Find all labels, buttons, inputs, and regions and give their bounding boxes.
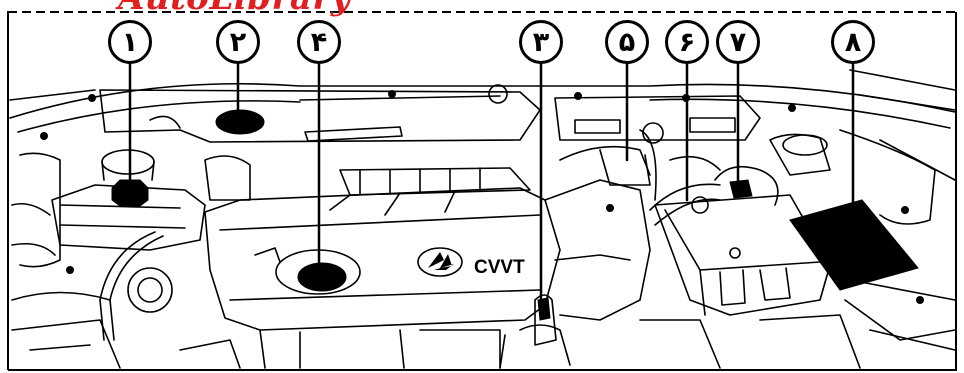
engine-label: CVVT — [474, 257, 525, 278]
manufacturer-logo — [418, 248, 462, 276]
callout-3: ۳ — [519, 20, 563, 64]
callout-2-label: ۲ — [230, 29, 246, 56]
callout-4: ۴ — [297, 20, 341, 64]
callout-7: ۷ — [716, 20, 760, 64]
battery — [655, 195, 830, 315]
callout-8: ۸ — [831, 20, 875, 64]
fuse-box — [790, 200, 918, 290]
callout-6: ۶ — [665, 20, 709, 64]
callout-1-label: ۱ — [122, 29, 138, 56]
callout-1: ۱ — [108, 20, 152, 64]
watermark-text: AutoLibrary — [118, 0, 351, 18]
callout-5: ۵ — [605, 20, 649, 64]
callout-5-label: ۵ — [619, 29, 635, 56]
callout-3-label: ۳ — [533, 29, 549, 56]
callout-7-label: ۷ — [730, 29, 746, 56]
callout-8-label: ۸ — [845, 29, 861, 56]
callout-6-label: ۶ — [679, 29, 695, 56]
hood-line-left — [10, 84, 955, 118]
callout-4-label: ۴ — [311, 29, 327, 56]
callout-2: ۲ — [216, 20, 260, 64]
